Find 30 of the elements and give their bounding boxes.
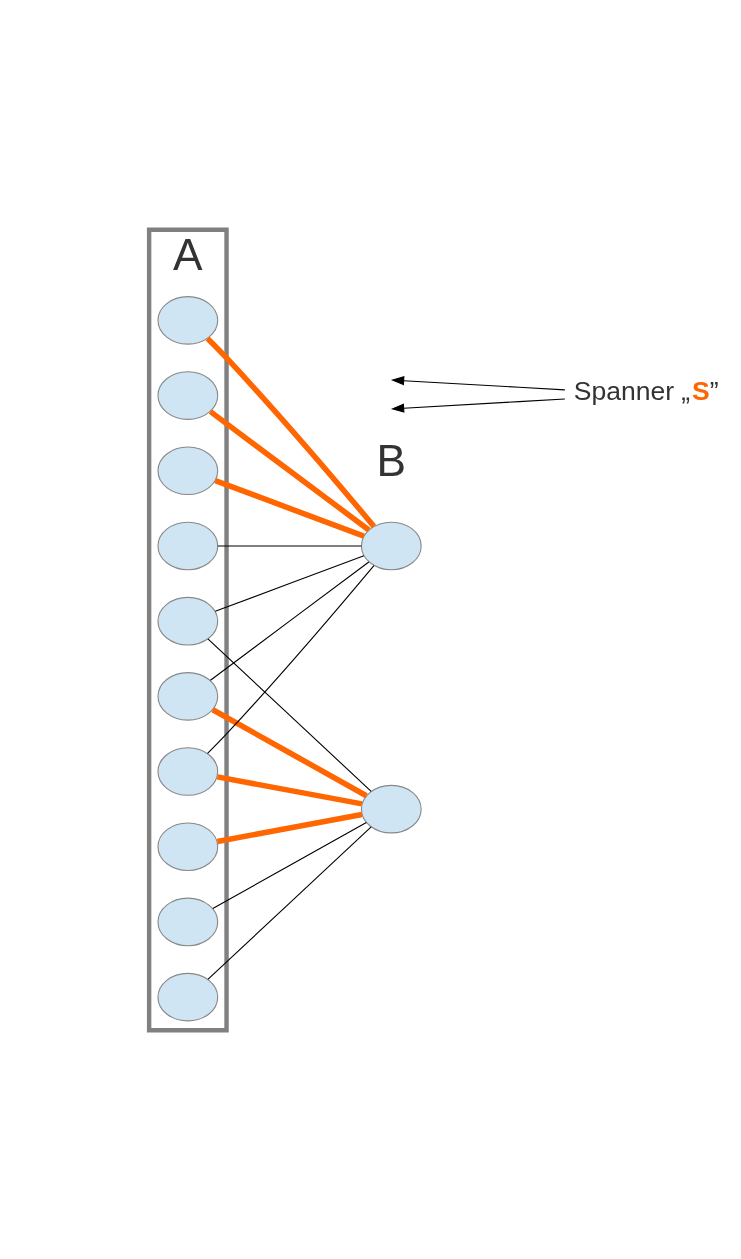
node-ellipse bbox=[360, 521, 422, 570]
node-ellipse bbox=[156, 671, 218, 721]
label: B bbox=[376, 435, 406, 485]
connector bbox=[211, 821, 367, 909]
connector bbox=[206, 637, 372, 792]
node-ellipse bbox=[156, 821, 218, 871]
connector bbox=[216, 544, 362, 546]
node-ellipse bbox=[156, 746, 218, 796]
node-ellipse bbox=[156, 596, 218, 645]
node-ellipse bbox=[156, 972, 218, 1021]
node-ellipse bbox=[156, 370, 218, 420]
connector bbox=[208, 408, 370, 532]
connector bbox=[206, 825, 372, 980]
connector bbox=[209, 560, 369, 681]
connector bbox=[216, 773, 362, 807]
connector bbox=[213, 477, 365, 539]
node-ellipse bbox=[156, 521, 218, 570]
connector bbox=[210, 706, 368, 798]
node-ellipse bbox=[156, 295, 218, 345]
arrow bbox=[390, 375, 565, 390]
connector bbox=[206, 564, 374, 754]
node-text: Spanner „S” bbox=[573, 375, 719, 406]
connector bbox=[214, 554, 364, 612]
node-ellipse bbox=[360, 784, 422, 833]
node-ellipse bbox=[156, 445, 218, 495]
connector bbox=[205, 336, 376, 528]
cluster: A bbox=[146, 227, 229, 1032]
node-ellipse bbox=[156, 897, 218, 946]
arrow bbox=[390, 398, 565, 413]
connector bbox=[216, 811, 362, 844]
